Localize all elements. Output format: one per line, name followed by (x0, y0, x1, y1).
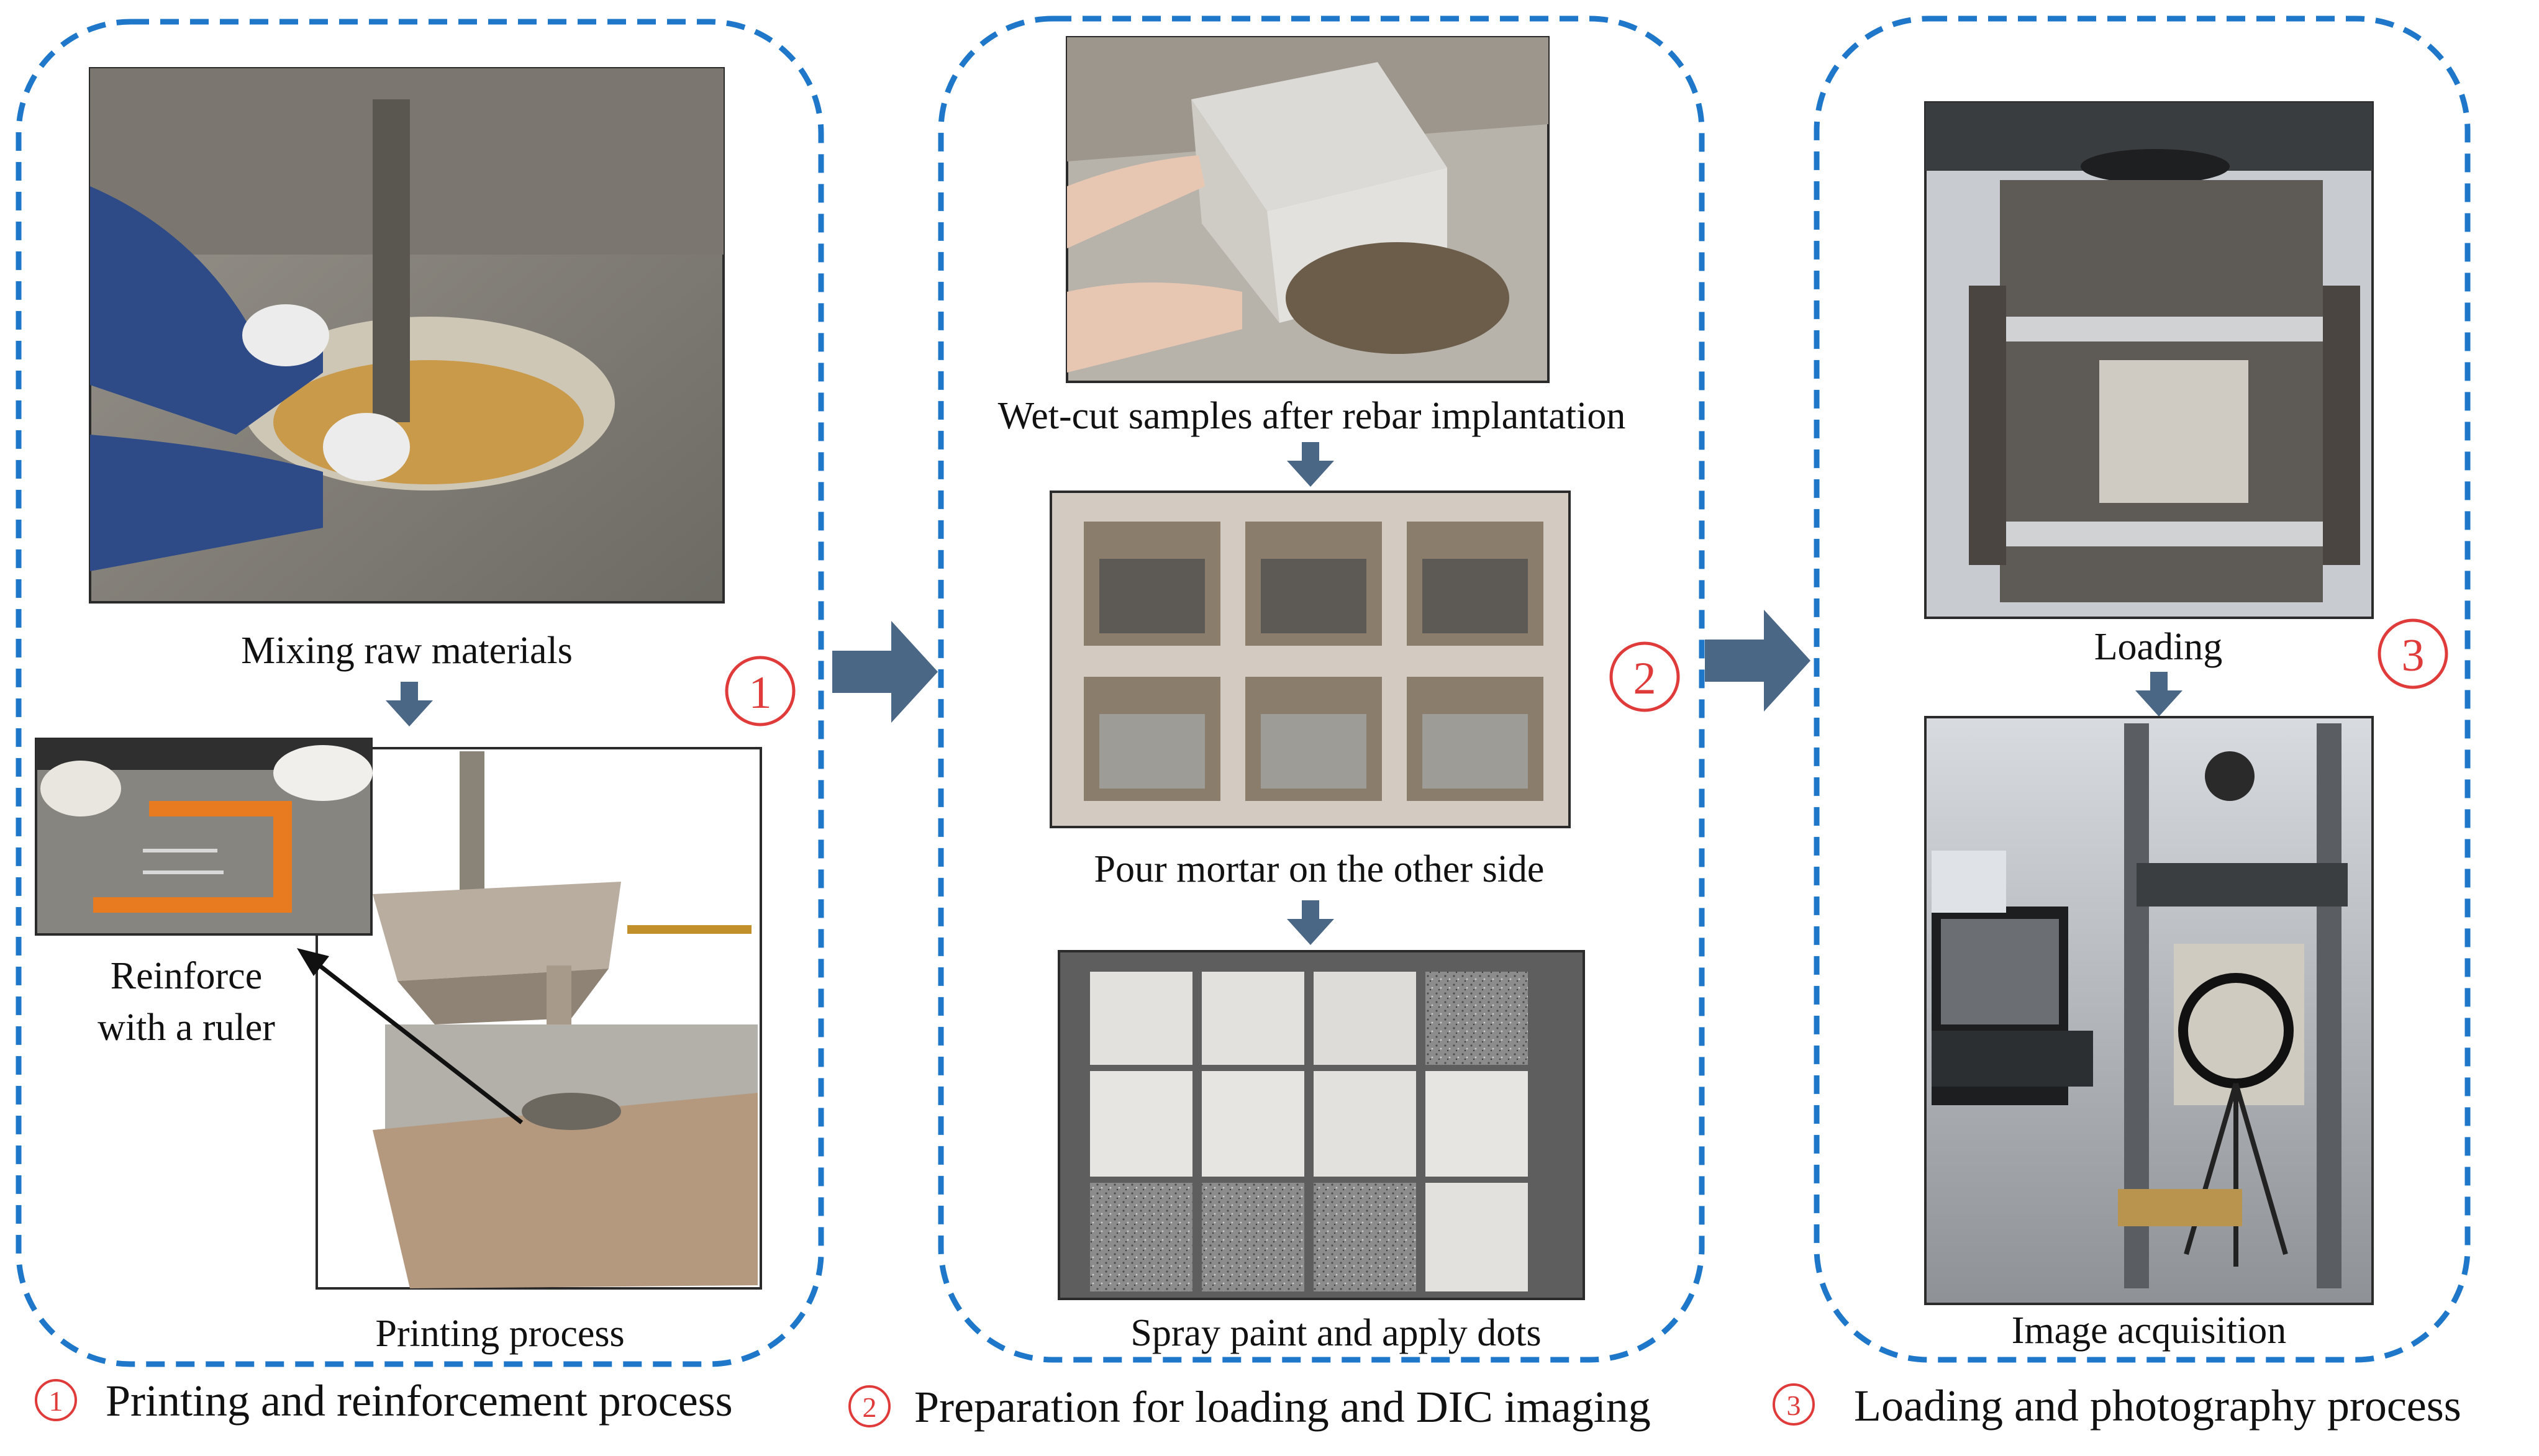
caption-wet-cut: Wet-cut samples after rebar implantation (998, 395, 1626, 437)
caption-loading: Loading (2094, 626, 2223, 668)
caption-printing: Printing process (375, 1313, 624, 1355)
caption-image-acquisition: Image acquisition (2012, 1309, 2286, 1352)
photo-spray-paint (1058, 950, 1585, 1300)
caption-reinforce-line1: Reinforce (111, 955, 262, 997)
photo-wet-cut-samples (1066, 36, 1550, 383)
arrow-pointer-ruler (297, 948, 524, 1124)
arrow-down-2b (1287, 900, 1334, 945)
photo-pour-mortar (1050, 491, 1571, 828)
caption-spray: Spray paint and apply dots (1130, 1312, 1541, 1354)
step-number-1-circle: 1 (725, 656, 796, 726)
legend-item-3: 3 Loading and photography process (1773, 1381, 2461, 1431)
photo-printing-process (316, 747, 762, 1290)
svg-text:2: 2 (863, 1391, 877, 1423)
arrow-panel1-to-panel2 (832, 621, 938, 723)
step-number-2-circle: 2 (1609, 641, 1680, 712)
svg-text:2: 2 (1633, 653, 1656, 704)
legend-label-3: Loading and photography process (1854, 1381, 2461, 1431)
caption-reinforce-line2: with a ruler (98, 1006, 275, 1049)
arrow-down-2a (1287, 442, 1334, 487)
arrow-down-3a (2135, 672, 2182, 717)
legend-item-1: 1 Printing and reinforcement process (35, 1376, 733, 1426)
svg-text:3: 3 (2402, 630, 2425, 681)
photo-reinforce-with-ruler (35, 738, 373, 936)
legend-label-1: Printing and reinforcement process (106, 1376, 733, 1426)
photo-mixing-raw-materials (89, 67, 725, 604)
svg-text:1: 1 (49, 1385, 63, 1417)
caption-mixing: Mixing raw materials (241, 630, 573, 672)
caption-pour: Pour mortar on the other side (1094, 848, 1545, 890)
step-number-3-circle: 3 (2378, 618, 2448, 689)
photo-image-acquisition (1924, 716, 2374, 1305)
arrow-panel2-to-panel3 (1705, 610, 1810, 712)
panel3-frame (1814, 16, 2471, 1363)
arrow-down-1a (386, 682, 433, 726)
svg-text:3: 3 (1787, 1390, 1801, 1421)
svg-text:1: 1 (749, 667, 772, 718)
photo-loading (1924, 101, 2374, 619)
legend-label-2: Preparation for loading and DIC imaging (914, 1382, 1651, 1432)
sample-molds-grid (1084, 522, 1543, 801)
painted-specimens-grid (1090, 972, 1528, 1291)
panel2-frame (938, 16, 1705, 1363)
panel1-frame (16, 19, 824, 1367)
legend-item-2: 2 Preparation for loading and DIC imagin… (848, 1382, 1651, 1432)
